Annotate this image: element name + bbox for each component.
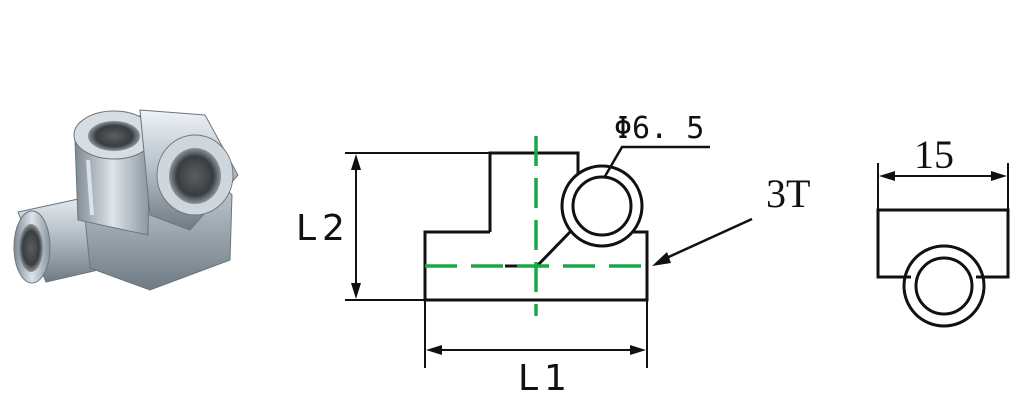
label-phi-diameter: Φ6. 5 xyxy=(614,111,704,146)
label-thread: 3T xyxy=(766,171,810,216)
fitting-photo xyxy=(13,109,239,291)
dimension-l2 xyxy=(345,152,490,301)
label-width: 15 xyxy=(914,132,954,177)
side-view xyxy=(876,208,1010,328)
phi-leader xyxy=(602,145,710,179)
label-l2: L2 xyxy=(296,208,351,249)
label-l1: L1 xyxy=(518,358,573,399)
thread-leader xyxy=(652,217,753,266)
centerlines xyxy=(425,136,652,316)
front-view xyxy=(423,151,649,302)
dimension-l1 xyxy=(424,300,648,368)
dimension-width xyxy=(877,163,1009,210)
